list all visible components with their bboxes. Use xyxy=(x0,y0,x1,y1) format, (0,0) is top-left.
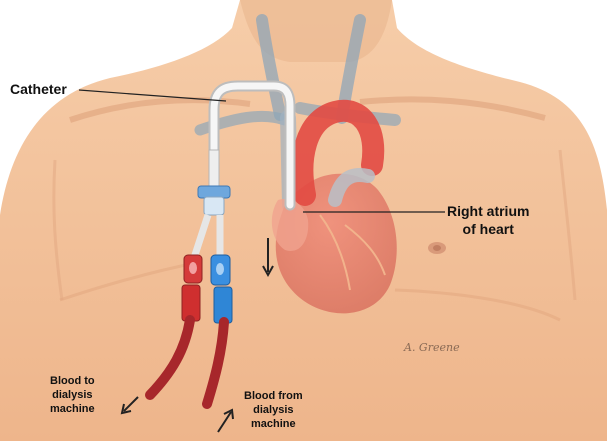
catheter-leader-line xyxy=(78,89,227,102)
right-atrium-label: Right atrium of heart xyxy=(447,202,529,238)
jugular-vein-right xyxy=(256,14,286,121)
pulmonary-trunk xyxy=(328,168,375,207)
blood-line-to-machine xyxy=(145,315,195,400)
left-collarbone xyxy=(69,97,251,123)
arrow-from-machine xyxy=(217,411,232,433)
nipple-center xyxy=(433,245,441,251)
blood-from-line-1: Blood from xyxy=(244,390,303,402)
catheter-label: Catheter xyxy=(10,81,67,97)
blood-to-line-1: Blood to xyxy=(50,375,95,387)
blood-to-line-2: dialysis xyxy=(52,389,93,401)
blood-from-line-3: machine xyxy=(251,418,296,430)
aorta xyxy=(291,99,385,206)
blood-line-from-machine xyxy=(202,317,229,409)
blue-clamp-window xyxy=(216,263,224,275)
blood-to-line-3: machine xyxy=(50,403,95,415)
artist-signature: A. Greene xyxy=(404,341,460,354)
catheter-stem xyxy=(208,149,220,191)
catheter-hub xyxy=(197,185,231,199)
right-collarbone xyxy=(359,96,546,121)
arrow-to-machine xyxy=(123,396,139,412)
right-arm-contour xyxy=(558,149,577,301)
blood-to-machine-label: Blood to dialysis machine xyxy=(50,374,95,416)
arrow-from-machine-head xyxy=(223,408,234,420)
coronary-vessel-2 xyxy=(344,224,386,276)
catheter-hub-body xyxy=(203,196,225,216)
right-atrium-label-line-1: Right atrium xyxy=(447,203,530,219)
arrow-to-machine-head xyxy=(120,403,132,415)
blood-from-machine-label: Blood from dialysis machine xyxy=(244,389,303,431)
down-arrow-svc-head xyxy=(262,265,274,278)
left-arm-contour xyxy=(52,159,64,301)
coronary-vessel-1 xyxy=(319,214,351,291)
blood-from-line-2: dialysis xyxy=(253,404,294,416)
split-tube-red-side xyxy=(190,213,212,260)
catheter-tube-inner xyxy=(210,82,294,209)
right-atrium-label-line-2: of heart xyxy=(462,221,514,237)
right-chest-contour xyxy=(394,288,561,322)
red-clamp-window xyxy=(189,262,197,274)
right-atrium xyxy=(271,199,309,251)
